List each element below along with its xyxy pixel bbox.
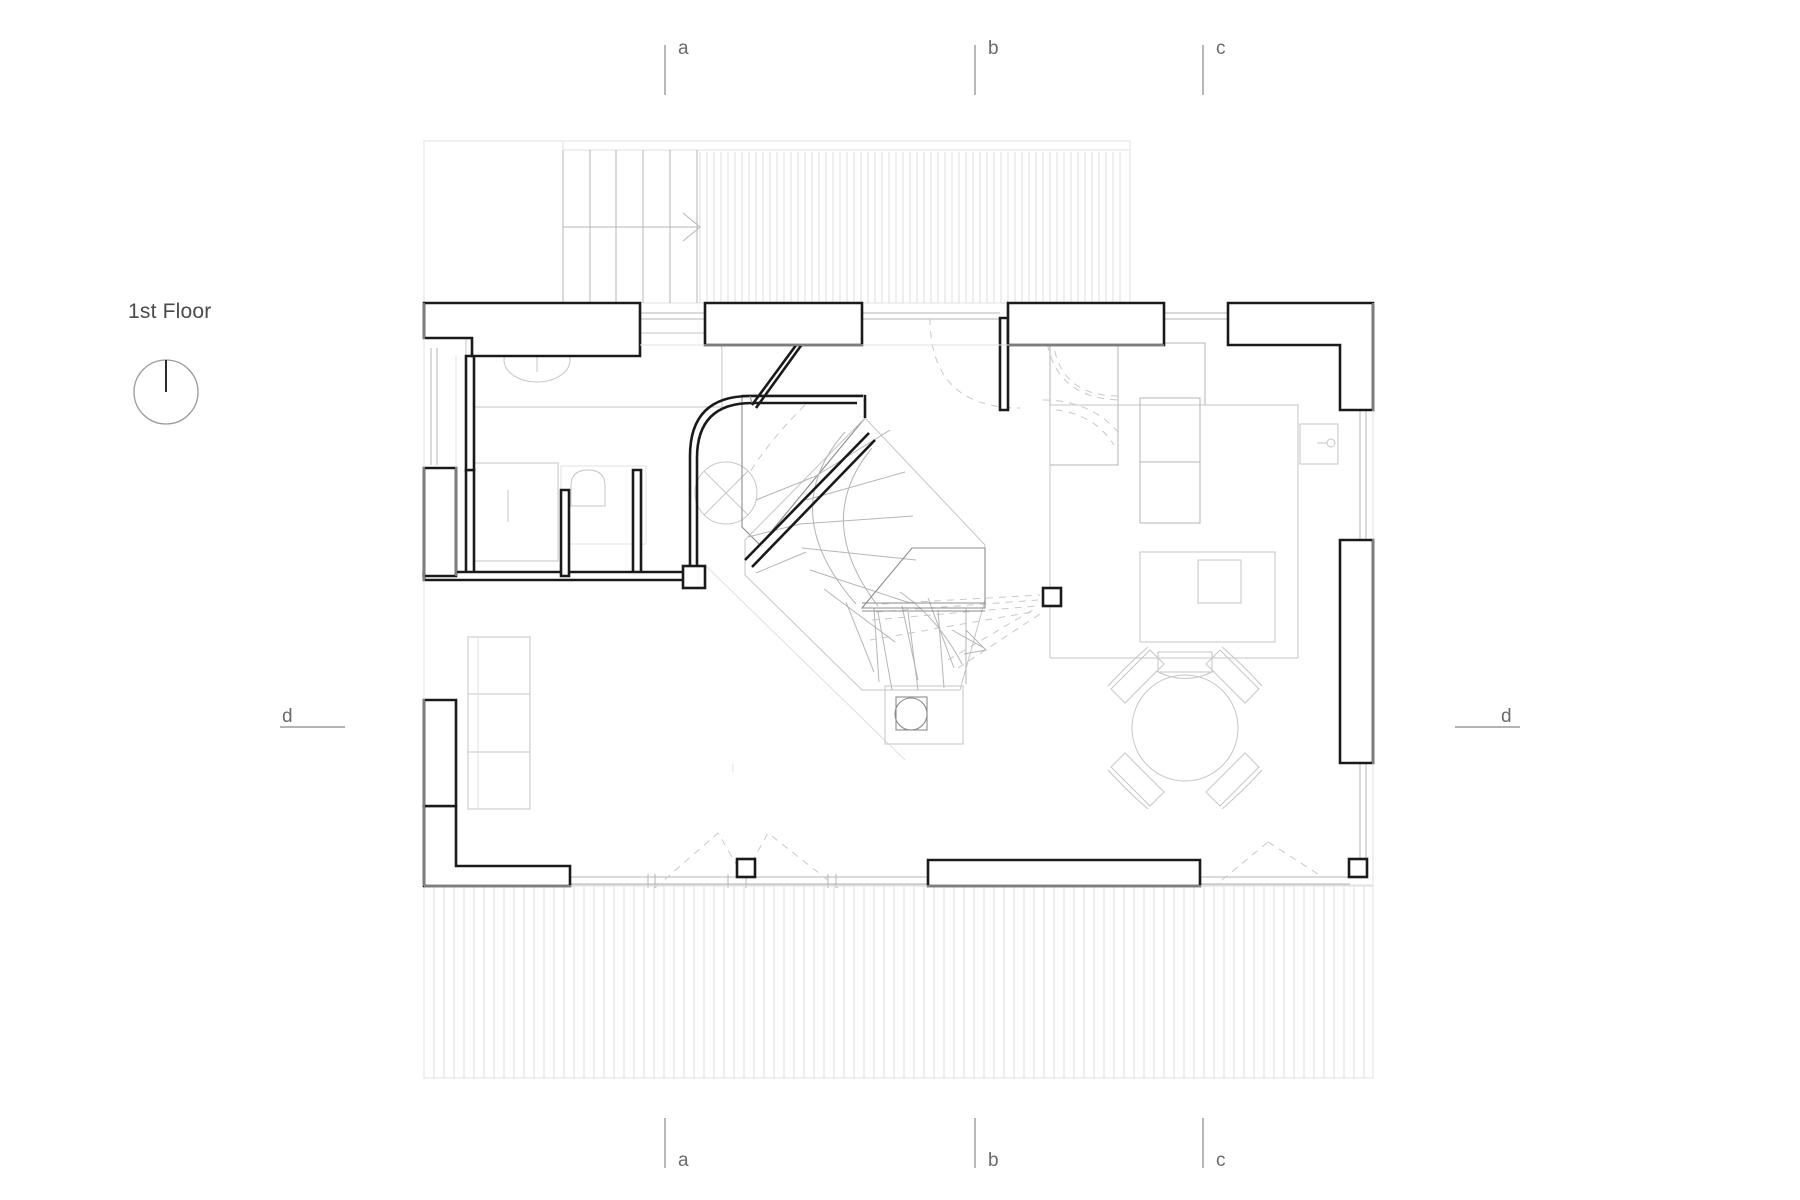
stair-base-fixture xyxy=(884,685,964,745)
interior-furniture xyxy=(465,332,1339,810)
exterior-walls xyxy=(422,301,1375,888)
structural-post-b xyxy=(735,857,757,879)
south-deck xyxy=(423,884,1374,1079)
north-indicator xyxy=(133,359,199,425)
section-marker-top-b: b xyxy=(988,38,999,59)
section-marker-left-d: d xyxy=(282,706,293,727)
glazing-lines xyxy=(430,312,1367,888)
kitchen-counters xyxy=(1049,342,1339,659)
steps-direction-arrow xyxy=(563,212,701,242)
section-marker-bottom-a: a xyxy=(678,1150,689,1171)
section-marker-bottom-b: b xyxy=(988,1150,999,1171)
structural-post-c xyxy=(1347,857,1369,879)
stair-direction-arrow xyxy=(951,629,988,655)
north-deck-boards xyxy=(699,152,1121,303)
section-marker-top-a: a xyxy=(678,38,689,59)
structural-post-a xyxy=(1041,586,1063,608)
sofa xyxy=(1139,397,1201,524)
section-marker-bottom-c: c xyxy=(1216,1150,1226,1171)
hearth-column-icon xyxy=(694,461,758,525)
shelving-unit xyxy=(467,636,531,810)
section-markers xyxy=(280,45,1520,1168)
south-deck-boards xyxy=(433,886,1365,1078)
section-marker-right-d: d xyxy=(1501,706,1512,727)
north-terrace xyxy=(423,140,1131,304)
section-marker-top-c: c xyxy=(1216,38,1226,59)
winder-staircase xyxy=(741,394,988,745)
curved-enclosure-wall xyxy=(688,394,863,579)
wall-hairlines xyxy=(423,303,1374,887)
terrace-steps xyxy=(562,150,701,303)
door-swing-arcs xyxy=(654,317,1319,889)
page-title: 1st Floor xyxy=(128,300,212,323)
stair-treads xyxy=(747,429,963,683)
dining-set xyxy=(1107,646,1263,810)
stair-lower-flight xyxy=(860,547,986,691)
